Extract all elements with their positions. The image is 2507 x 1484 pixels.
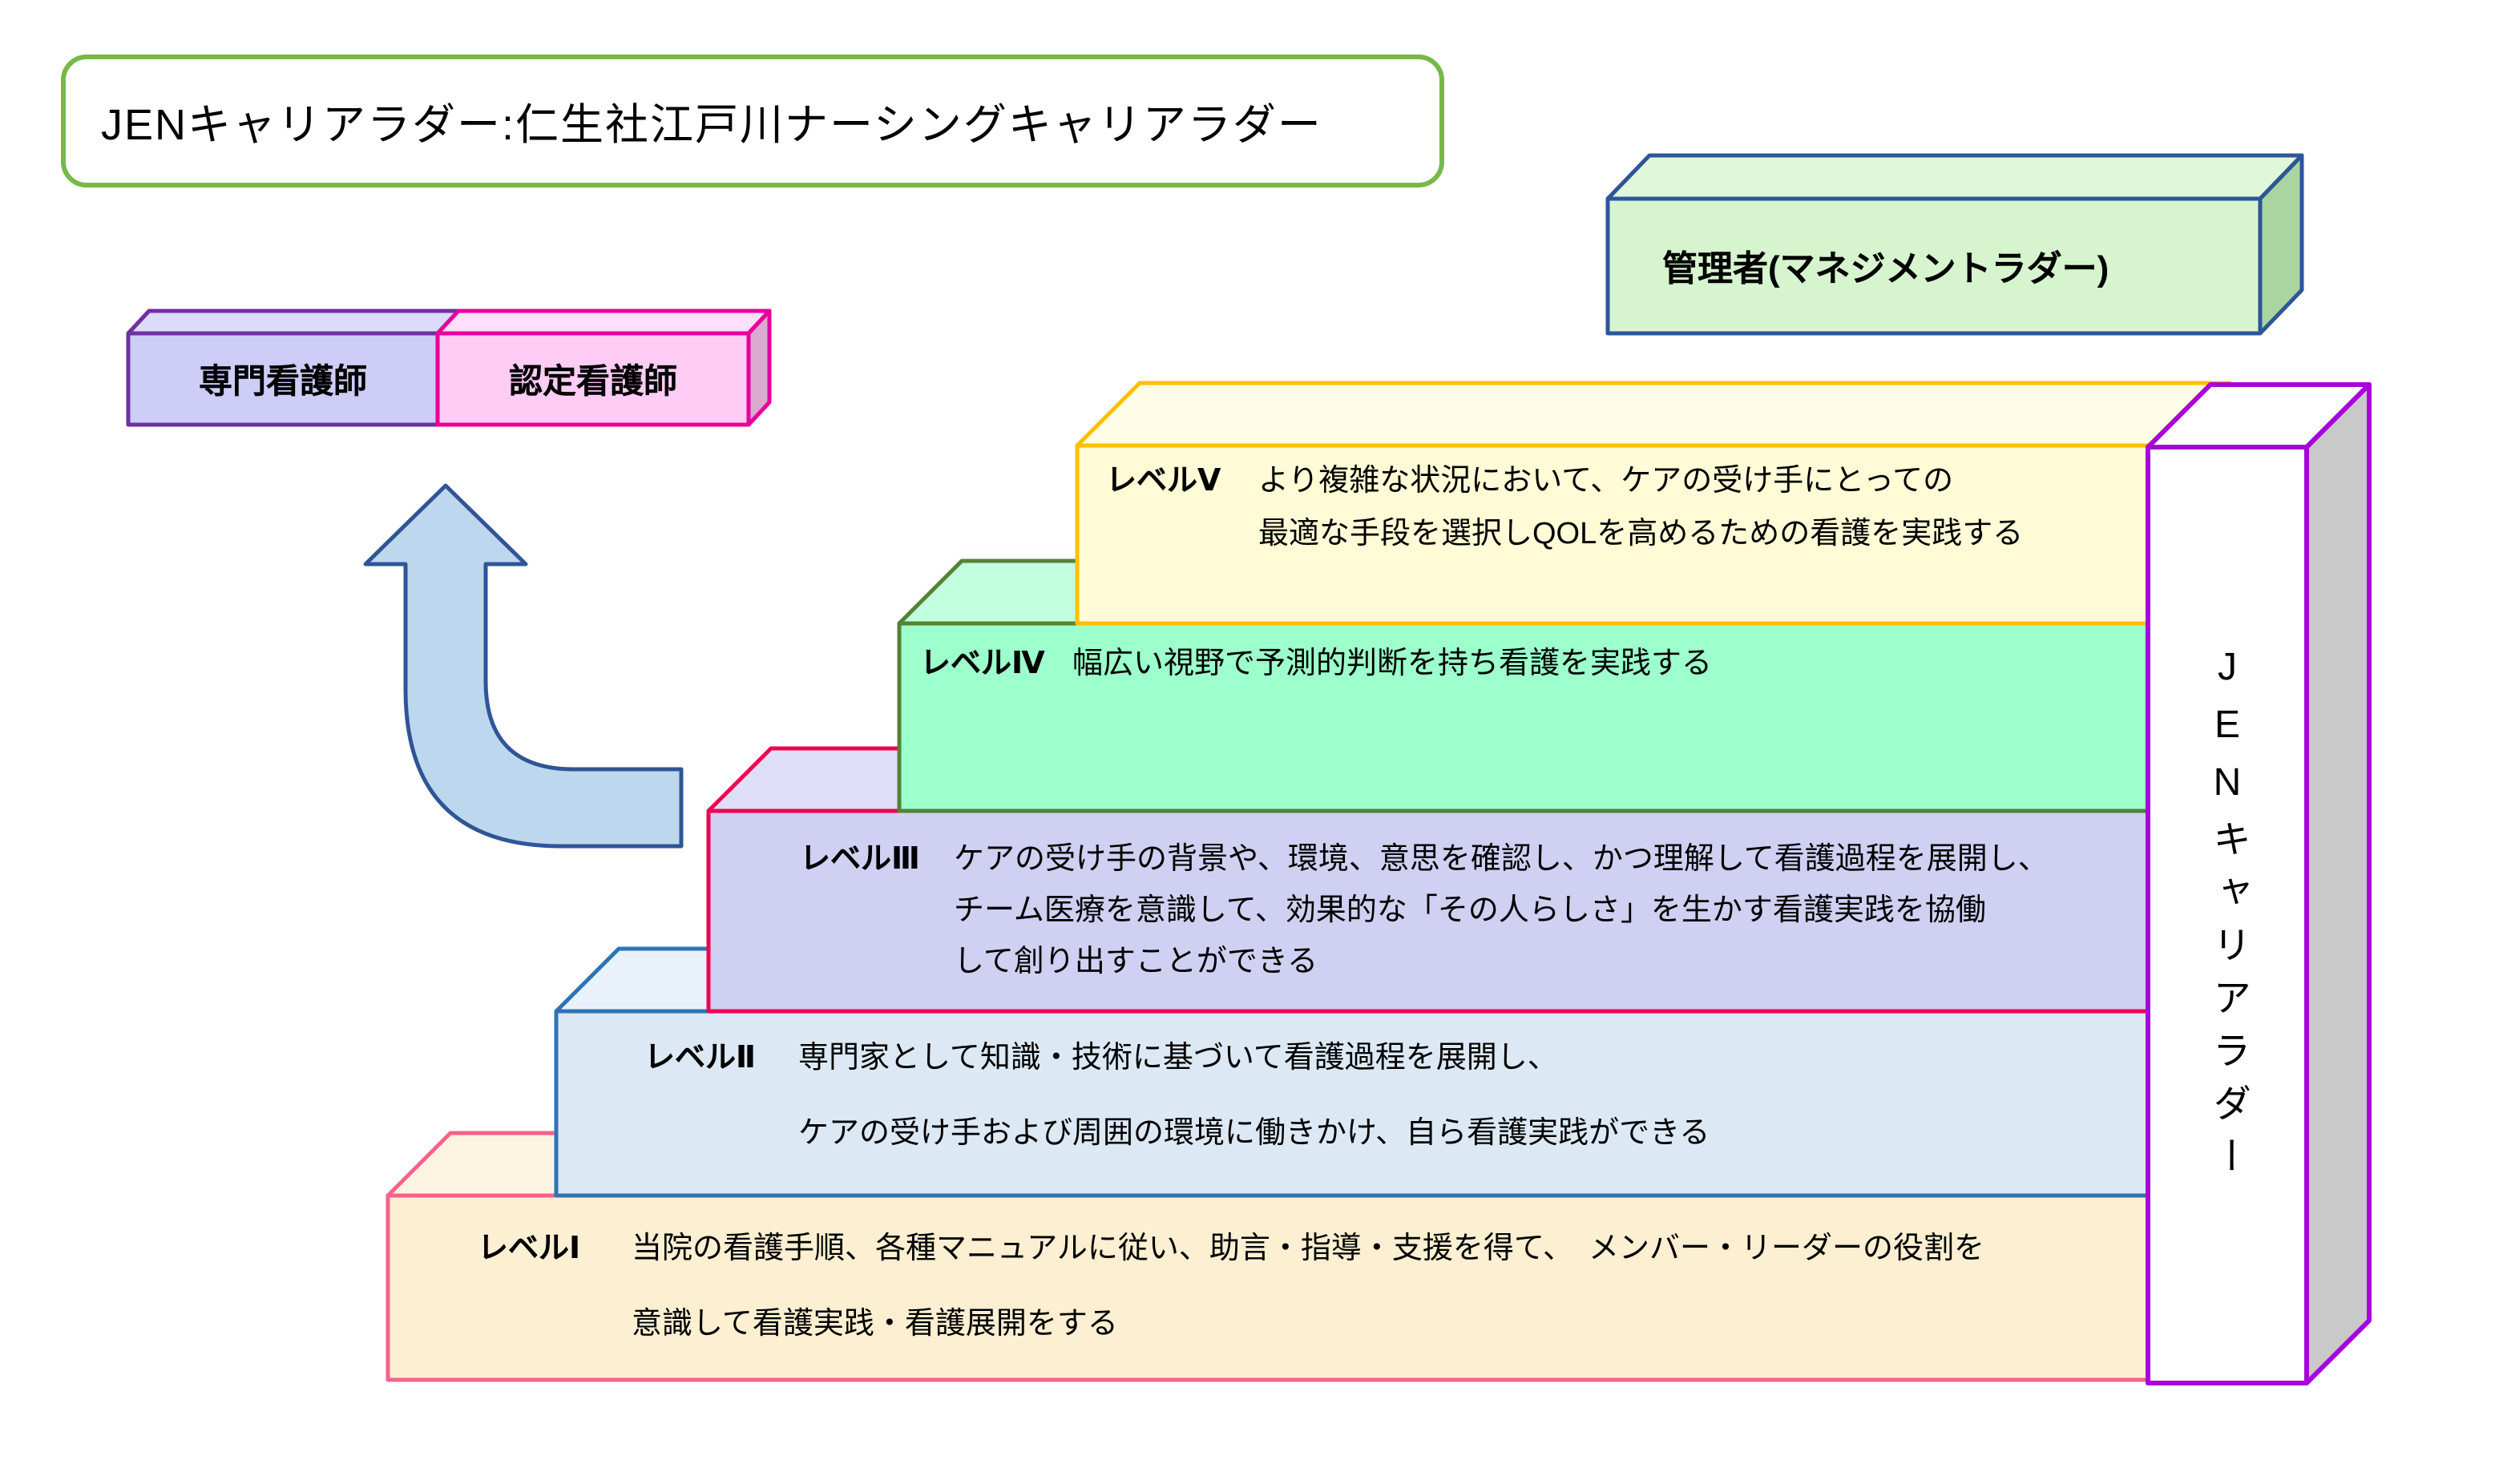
manager-box [1605,153,2304,336]
level-3-line-3: して創り出すことができる [954,946,1318,979]
up-arrow [363,483,684,849]
level-2-line-2: ケアの受け手および周囲の環境に働きかけ、自ら看護実践ができる [798,1117,1710,1151]
level-4-line-1: 幅広い視野で予測的判断を持ち看護を実践する [1072,647,1713,681]
level-1-label: レベルⅠ [478,1232,581,1266]
level-5-label: レベルⅤ [1106,465,1221,498]
certified-box [435,308,772,427]
level-1-line-2: 意識して看護実践・看護展開をする [632,1308,1118,1341]
level-1-description: 当院の看護手順、各種マニュアルに従い、助言・指導・支援を得て、 メンバー・リーダ… [632,1212,1984,1362]
level-3-text: レベルⅢ ケアの受け手の背景や、環境、意思を確認し、かつ理解して看護過程を展開し… [800,835,2049,989]
step-level-2-front [554,1009,2170,1198]
certified-box-side [746,308,772,427]
level-5-line-2: 最適な手段を選択しQOLを高めるための看護を実践する [1258,518,2024,551]
ladder-bar-label: JENキャリアラダー [2206,645,2249,1188]
level-3-line-1: ケアの受け手の背景や、環境、意思を確認し、かつ理解して看護過程を展開し、 [954,843,2049,877]
step-level-3-front [706,809,2170,1014]
certified-box-top [435,308,772,336]
diagram-title-box: JENキャリアラダー:仁生社江戸川ナーシングキャリアラダー [61,54,1444,188]
level-1-line-1: 当院の看護手順、各種マニュアルに従い、助言・指導・支援を得て、 メンバー・リーダ… [632,1232,1984,1266]
level-2-description: 専門家として知識・技術に基づいて看護過程を展開し、 ケアの受け手および周囲の環境… [798,1021,1710,1171]
level-3-description: ケアの受け手の背景や、環境、意思を確認し、かつ理解して看護過程を展開し、 チーム… [954,835,2049,989]
step-level-5-front [1075,443,2170,626]
level-3-line-2: チーム医療を意識して、効果的な「その人らしさ」を生かす看護実践を協働 [954,894,1986,928]
level-2-line-1: 専門家として知識・技術に基づいて看護過程を展開し、 [798,1042,1558,1075]
step-level-5 [1075,381,2232,626]
level-4-text: レベルⅣ 幅広い視野で予測的判断を持ち看護を実践する [920,638,1712,691]
specialist-box-top [126,308,461,336]
level-5-description: より複雑な状況において、ケアの受け手にとっての 最適な手段を選択しQOLを高める… [1258,455,2023,561]
manager-box-front [1605,196,2263,336]
level-5-line-1: より複雑な状況において、ケアの受け手にとっての [1258,465,1954,498]
specialist-box-front [126,331,440,427]
level-2-text: レベルⅡ 専門家として知識・技術に基づいて看護過程を展開し、 ケアの受け手および… [644,1021,1710,1171]
level-3-label: レベルⅢ [800,843,920,877]
level-4-description: 幅広い視野で予測的判断を持ち看護を実践する [1072,638,1712,691]
step-level-5-top [1075,381,2232,448]
specialist-box-label: 専門看護師 [199,363,367,400]
specialist-box [126,308,461,427]
step-level-4-front [897,621,2170,813]
level-2-label: レベルⅡ [644,1042,757,1075]
level-4-label: レベルⅣ [920,647,1045,681]
level-5-text: レベルⅤ より複雑な状況において、ケアの受け手にとっての 最適な手段を選択しQO… [1106,455,2023,561]
manager-box-top [1605,153,2304,201]
ladder-bar [2146,382,2372,1385]
ladder-bar-side [2304,382,2372,1385]
ladder-bar-front [2146,445,2309,1385]
certified-box-front [435,331,751,427]
manager-box-label: 管理者(マネジメントラダー) [1662,248,2109,288]
certified-box-label: 認定看護師 [509,363,677,400]
step-level-1-front [386,1193,2170,1382]
diagram-title: JENキャリアラダー:仁生社江戸川ナーシングキャリアラダー [101,101,1322,149]
level-1-text: レベルⅠ 当院の看護手順、各種マニュアルに従い、助言・指導・支援を得て、 メンバ… [478,1212,1984,1362]
